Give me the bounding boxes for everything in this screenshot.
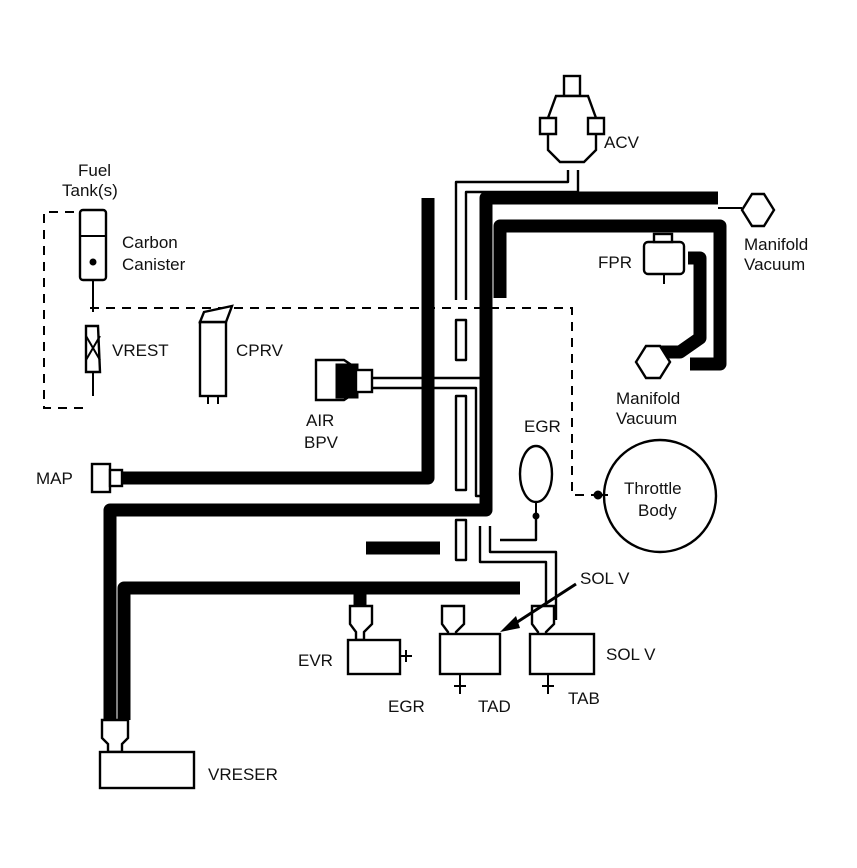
manifold-vacuum-fitting-top <box>718 192 776 228</box>
dashed-lines <box>43 211 596 496</box>
label-fuel-tank-1: Fuel <box>78 161 111 180</box>
tab-box <box>528 632 596 694</box>
label-carbon-1: Carbon <box>122 233 178 252</box>
vreser-reservoir <box>98 718 196 790</box>
label-throttle-2: Body <box>638 501 677 520</box>
label-sol-v-lower: SOL V <box>606 645 656 664</box>
throttle-body <box>593 438 718 554</box>
manifold-vacuum-fitting-mid <box>634 344 672 380</box>
label-manifold-vacuum-mid-1: Manifold <box>616 389 680 408</box>
label-carbon-2: Canister <box>122 255 186 274</box>
label-manifold-vacuum-mid-2: Vacuum <box>616 409 677 428</box>
label-cprv: CPRV <box>236 341 284 360</box>
sol-v-pointer-arrow <box>500 582 577 632</box>
label-acv: ACV <box>604 133 640 152</box>
label-fuel-tank-2: Tank(s) <box>62 181 118 200</box>
evr-box <box>346 638 412 676</box>
label-vrest: VREST <box>112 341 169 360</box>
label-manifold-vacuum-top-1: Manifold <box>744 235 808 254</box>
label-vreser: VRESER <box>208 765 278 784</box>
fpr-regulator <box>642 232 686 284</box>
label-air-bpv-2: BPV <box>304 433 339 452</box>
label-sol-v-upper: SOL V <box>580 569 630 588</box>
egr-valve <box>518 444 554 520</box>
label-egr-bottom: EGR <box>388 697 425 716</box>
vrest-valve <box>84 324 102 396</box>
acv-valve <box>538 74 606 164</box>
label-tab: TAB <box>568 689 600 708</box>
valve-connectors <box>348 581 556 642</box>
label-tad: TAD <box>478 697 511 716</box>
cprv-valve <box>198 304 234 404</box>
tad-box <box>438 632 502 694</box>
label-throttle-1: Throttle <box>624 479 682 498</box>
thin-hoses <box>372 170 580 620</box>
label-manifold-vacuum-top-2: Vacuum <box>744 255 805 274</box>
map-sensor <box>90 462 124 494</box>
label-evr: EVR <box>298 651 333 670</box>
carbon-canister <box>78 208 108 312</box>
labels: Fuel Tank(s) Carbon Canister VREST CPRV … <box>36 133 808 784</box>
label-air-bpv-1: AIR <box>306 411 334 430</box>
label-fpr: FPR <box>598 253 632 272</box>
label-egr-top: EGR <box>524 417 561 436</box>
label-map: MAP <box>36 469 73 488</box>
air-bpv-valve <box>314 358 374 402</box>
